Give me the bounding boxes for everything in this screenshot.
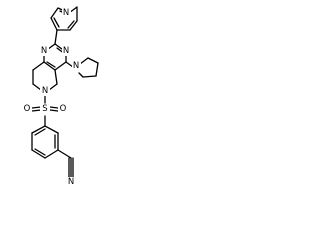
bond [54, 29, 58, 45]
bond [54, 61, 67, 71]
oxygen-right-label: O [60, 104, 67, 114]
bond [50, 17, 58, 31]
pyrrolidine-nitrogen: N [72, 61, 81, 71]
bond [49, 109, 59, 112]
bond [31, 149, 46, 159]
sulfur-label: S [42, 104, 47, 114]
nitrile-nitrogen: N [66, 177, 76, 187]
pyrimidine-nitrogen-lower-label: N [63, 46, 69, 56]
bond [46, 61, 56, 68]
bond [34, 148, 46, 156]
bond [65, 61, 74, 68]
bond [49, 106, 59, 109]
bond [34, 128, 46, 136]
oxygen-left-label: O [24, 104, 31, 114]
bond [82, 75, 97, 78]
bond [87, 57, 99, 64]
bond [67, 20, 75, 29]
pyridine-nitrogen: N [62, 8, 71, 18]
nitrile-nitrogen-label: N [68, 177, 74, 187]
pyrimidine-nitrogen-upper-label: N [41, 46, 47, 56]
sulfur-atom: S [40, 104, 50, 114]
bond [69, 20, 78, 31]
bond [57, 149, 72, 159]
bond [31, 106, 42, 109]
bond [78, 72, 84, 78]
pyrimidine-nitrogen-upper: N [40, 46, 49, 56]
pyridine-nitrogen-label: N [63, 8, 69, 18]
atom-label-layer: N N N N N S O O [22, 8, 81, 187]
ring-nitrogen: N [40, 86, 50, 96]
ring-nitrogen-label: N [42, 86, 48, 96]
bond [32, 83, 42, 91]
pyrrolidine-nitrogen-label: N [73, 61, 79, 71]
bond [32, 61, 45, 71]
bond [48, 83, 58, 91]
oxygen-left: O [22, 104, 32, 114]
bond [54, 69, 58, 85]
bond [44, 149, 59, 159]
bond [44, 125, 59, 134]
molecule-structure-diagram: N N N N N S O O [22, 6, 99, 187]
pyrimidine-nitrogen-lower: N [62, 46, 71, 56]
oxygen-right: O [58, 104, 68, 114]
bond [50, 7, 59, 19]
bond [31, 109, 42, 112]
bond [31, 125, 46, 134]
bond [53, 17, 60, 28]
bond [43, 61, 56, 71]
bond [95, 62, 99, 77]
bond [79, 57, 89, 65]
